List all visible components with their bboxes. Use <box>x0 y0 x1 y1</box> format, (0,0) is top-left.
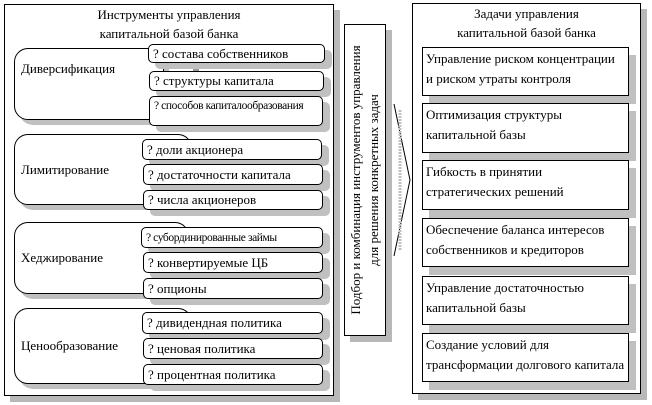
instrument-item: ? достаточности капитала <box>143 164 323 185</box>
task-label: Создание условий для трансформации долго… <box>426 337 625 372</box>
group-label: Хеджирование <box>21 250 103 265</box>
task-box: Гибкость в принятии стратегических решен… <box>422 160 629 210</box>
item-label: ? структуры капитала <box>154 73 274 88</box>
item-label: ? достаточности капитала <box>148 166 291 182</box>
task-label: Гибкость в принятии стратегических решен… <box>426 164 564 199</box>
instrument-item: ? ценовая политика <box>143 338 323 359</box>
task-box: Оптимизация структуры капитальной базы <box>422 103 629 153</box>
instrument-item: ? структуры капитала <box>149 71 324 91</box>
title-line: капитальной базой банка <box>457 25 596 40</box>
item-label: ? ценовая политика <box>148 340 256 356</box>
group-label: Лимитирование <box>21 161 110 177</box>
selection-box: Подбор и комбинация инструментов управле… <box>344 24 386 336</box>
instrument-item: ? дивидендная политика <box>142 312 323 334</box>
selection-line: для решения конкретных задач <box>366 94 381 266</box>
selection-line: Подбор и комбинация инструментов управле… <box>348 45 363 315</box>
task-box: Обеспечение баланса интересов собственни… <box>422 218 629 267</box>
item-label: ? субординированные займы <box>146 231 277 244</box>
task-label: Управление риском концентрации и риском … <box>426 51 615 86</box>
task-label: Обеспечение баланса интересов собственни… <box>426 222 605 257</box>
instrument-item: ? числа акционеров <box>143 190 323 210</box>
task-box: Создание условий для трансформации долго… <box>422 333 629 382</box>
group-label: Диверсификация <box>21 61 116 76</box>
item-label: ? процентная политика <box>148 366 276 382</box>
item-label: ? состава собственников <box>153 45 289 61</box>
item-label: ? конвертируемые ЦБ <box>148 254 269 270</box>
selection-text: Подбор и комбинация инструментов управле… <box>347 45 383 314</box>
instrument-item: ? способов капиталообразования <box>149 96 323 126</box>
instruments-title: Инструменты управления капитальной базой … <box>5 5 333 43</box>
title-line: Инструменты управления <box>97 7 241 22</box>
task-box: Управление достаточностью капитальной ба… <box>422 276 629 325</box>
title-line: капитальной базой банка <box>99 26 239 41</box>
item-label: ? опционы <box>148 280 207 296</box>
instrument-item: ? состава собственников <box>148 44 325 63</box>
instrument-item: ? конвертируемые ЦБ <box>143 252 323 273</box>
item-label: ? дивидендная политика <box>147 315 282 330</box>
group-label: Ценообразование <box>21 338 118 353</box>
item-label: ? числа акционеров <box>148 192 257 207</box>
instrument-item: ? доли акционера <box>142 139 322 160</box>
arrow-right-icon <box>393 103 411 257</box>
instrument-item: ? опционы <box>143 278 323 299</box>
task-box: Управление риском концентрации и риском … <box>422 47 629 96</box>
item-label: ? способов капиталообразования <box>154 100 304 112</box>
instrument-item: ? субординированные займы <box>141 227 323 248</box>
task-label: Управление достаточностью капитальной ба… <box>426 280 585 315</box>
group-diversification: Диверсификация <box>14 48 164 120</box>
item-label: ? доли акционера <box>147 141 244 157</box>
title-line: Задачи управления <box>474 6 579 21</box>
tasks-title: Задачи управления капитальной базой банка <box>413 4 640 42</box>
instrument-item: ? процентная политика <box>143 364 323 385</box>
task-label: Оптимизация структуры капитальной базы <box>426 107 563 142</box>
